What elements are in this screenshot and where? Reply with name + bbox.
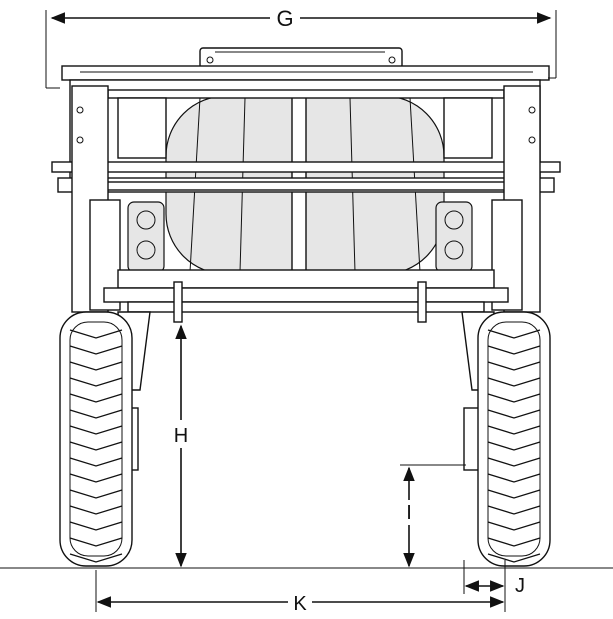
tire-tread-lug (69, 505, 123, 515)
tire-tread-lug (487, 489, 541, 499)
tire-tread-lug (487, 457, 541, 467)
tire-tread-lug (69, 345, 123, 355)
right-wheel (477, 311, 551, 567)
tire-tread-lug (69, 457, 123, 467)
tire-tread-lug (69, 473, 123, 483)
dimension-h: H (174, 324, 188, 568)
tire-tread-lug (487, 345, 541, 355)
tire-tread-lug (487, 505, 541, 515)
right-valve-cluster (435, 201, 473, 273)
tire-tread-lug (487, 553, 541, 563)
dimension-label-j: J (515, 575, 525, 597)
tire-tread-lug (487, 409, 541, 419)
dimension-label-g: G (276, 6, 293, 31)
sprayer-body (51, 47, 561, 323)
tire-tread-lug (69, 361, 123, 371)
dimension-label-i: I (406, 502, 412, 524)
left-wheel (59, 311, 133, 567)
tire-tread-lug (487, 537, 541, 547)
dimension-j: J (463, 560, 525, 597)
tire-tread-lug (487, 473, 541, 483)
tire-tread-lug (69, 329, 123, 339)
dimension-k: K (95, 570, 506, 615)
tire-tread-lug (69, 377, 123, 387)
rivets (76, 56, 536, 144)
dimension-g: G (45, 6, 557, 89)
tire-tread-lug (69, 489, 123, 499)
tire-tread-lug (69, 393, 123, 403)
tire-tread-lug (487, 377, 541, 387)
tire-tread-lug (487, 521, 541, 531)
dimension-label-h: H (174, 425, 188, 447)
tire-tread-lug (487, 425, 541, 435)
tire-tread-lug (487, 441, 541, 451)
tire-tread-lug (69, 537, 123, 547)
tire-tread-lug (487, 329, 541, 339)
tire-tread-lug (69, 441, 123, 451)
tire-tread-lug (69, 425, 123, 435)
dimension-i: I (400, 464, 466, 568)
tire-tread-lug (487, 361, 541, 371)
tire-tread-lug (69, 409, 123, 419)
tire-tread-lug (69, 521, 123, 531)
left-valve-cluster (127, 201, 165, 273)
tire-tread-lug (487, 393, 541, 403)
dimension-label-k: K (293, 593, 307, 614)
tire-tread-lug (69, 553, 123, 563)
